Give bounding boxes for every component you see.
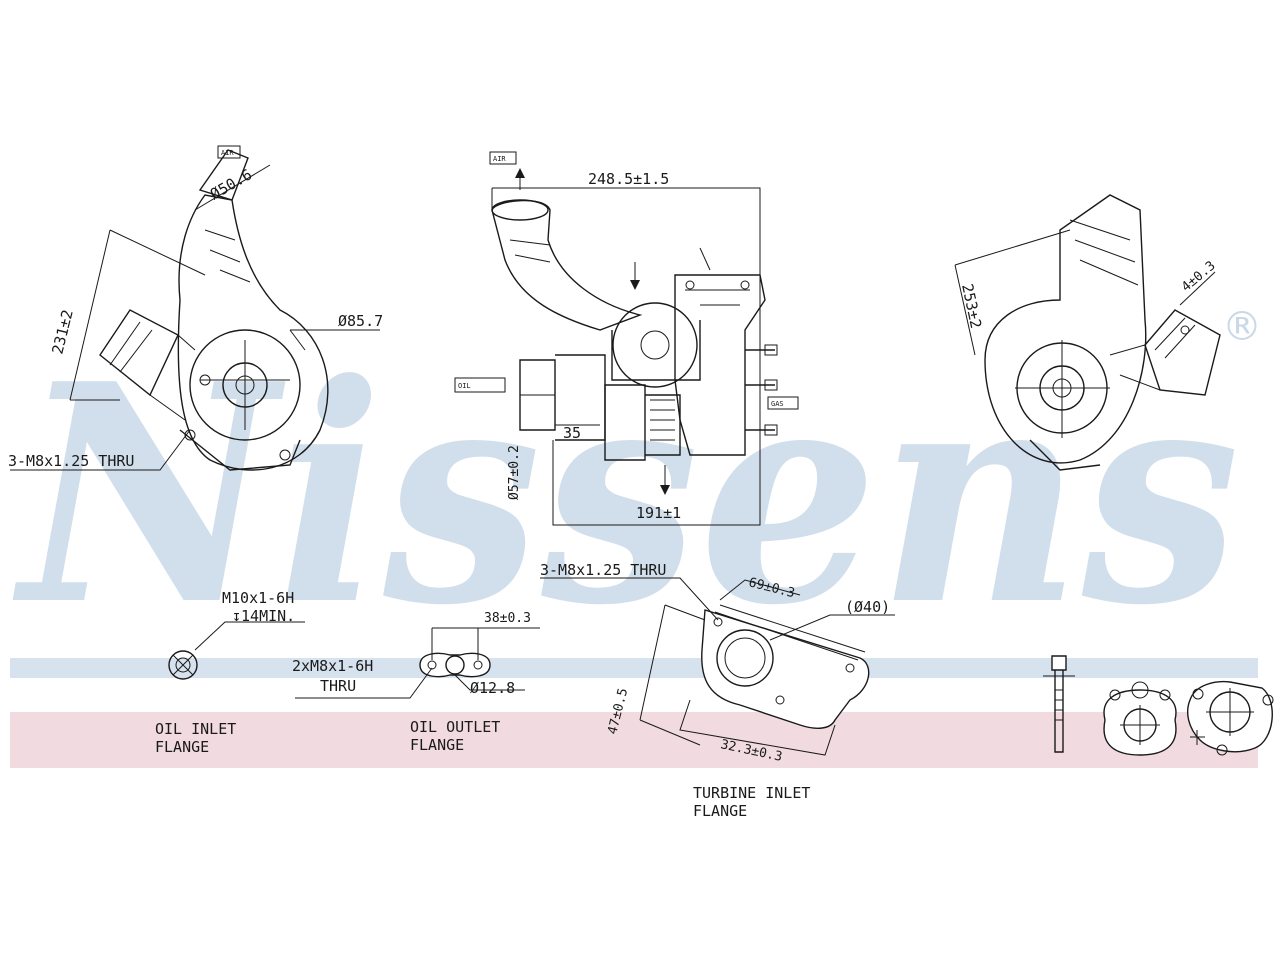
oil-outlet-holes-1: 2xM8x1-6H: [292, 657, 373, 675]
watermark-band-pink: [10, 712, 1258, 768]
gasket-parts: [1043, 655, 1274, 756]
dim-4: 4±0.3: [1179, 258, 1219, 295]
svg-text:OIL: OIL: [458, 382, 471, 390]
front-view: 248.5±1.5 191±1 AIR 35 Ø57±0.2: [454, 151, 799, 526]
turbine-inlet-label-2: FLANGE: [693, 802, 747, 820]
dim-191: 191±1: [636, 504, 681, 522]
dim-outlet-dia-57: Ø57±0.2: [507, 445, 522, 500]
dim-outlet-dia-50: Ø50.6: [207, 165, 255, 203]
oil-inlet-thread: M10x1-6H: [222, 589, 294, 607]
oil-outlet-pitch: 38±0.3: [484, 611, 531, 626]
oil-inlet-flange: M10x1-6H ↧14MIN. OIL INLET FLANGE: [155, 589, 305, 756]
dim-overall-width: 248.5±1.5: [588, 170, 669, 188]
oil-outlet-dia: Ø12.8: [470, 679, 515, 697]
dim-compressor-dia-85: Ø85.7: [338, 312, 383, 330]
oil-inlet-depth: ↧14MIN.: [232, 607, 295, 625]
oil-outlet-label-2: FLANGE: [410, 736, 464, 754]
watermark-registered-mark: ®: [1222, 304, 1262, 350]
watermark-brand: Nissens: [11, 318, 1240, 671]
svg-text:AIR: AIR: [493, 155, 506, 163]
dim-40: (Ø40): [845, 598, 890, 616]
dim-thru-holes-turbine: 3-M8x1.25 THRU: [540, 561, 666, 579]
oil-outlet-label-1: OIL OUTLET: [410, 718, 500, 736]
svg-text:GAS: GAS: [771, 400, 784, 408]
svg-text:AIR: AIR: [221, 149, 234, 157]
watermark-band-blue: [10, 658, 1258, 678]
turbine-inlet-label-1: TURBINE INLET: [693, 784, 810, 802]
oil-outlet-flange: 38±0.3 Ø12.8 2xM8x1-6H THRU OIL OUTLET F…: [292, 611, 540, 754]
oil-inlet-label-2: FLANGE: [155, 738, 209, 756]
oil-inlet-label-1: OIL INLET: [155, 720, 236, 738]
dim-35: 35: [563, 424, 581, 442]
dim-thru-holes-left: 3-M8x1.25 THRU: [8, 452, 134, 470]
oil-outlet-holes-2: THRU: [320, 677, 356, 695]
